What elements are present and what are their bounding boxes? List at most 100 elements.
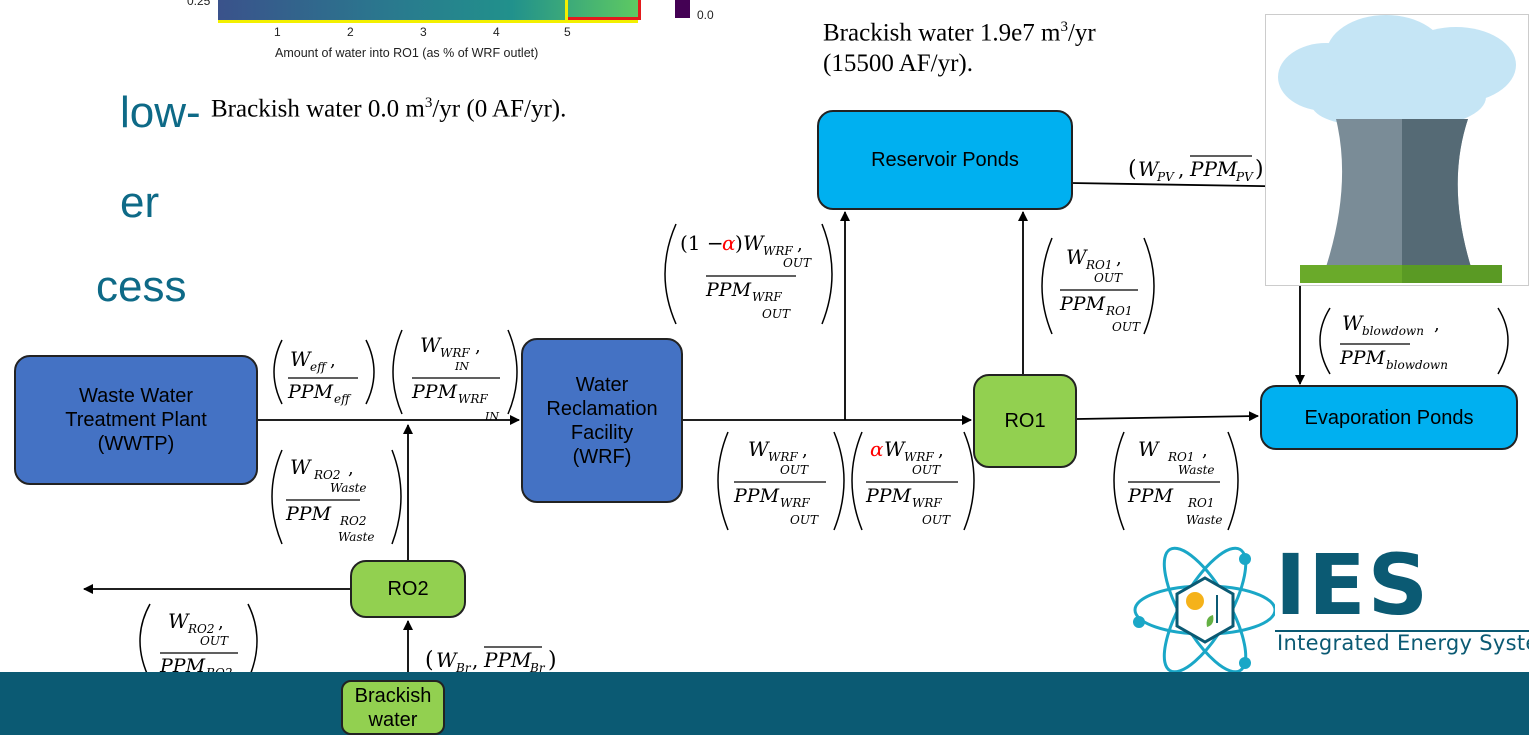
svg-text:(: ( (1128, 157, 1137, 182)
svg-text:,: , (330, 350, 336, 371)
brackish-high-unit: /yr (1067, 19, 1096, 47)
svg-text:,: , (218, 612, 224, 633)
svg-text:PV: PV (1156, 170, 1175, 184)
atom-logo-icon (1133, 546, 1275, 674)
svg-text:,: , (1202, 440, 1208, 461)
svg-text:,: , (472, 648, 478, 672)
plot-yellow-vline (565, 0, 568, 20)
svg-text:OUT: OUT (922, 513, 951, 527)
svg-text:eff: eff (310, 360, 328, 374)
svg-text:PPM: PPM (1339, 347, 1386, 369)
svg-text:IN: IN (484, 410, 499, 423)
svg-text:OUT: OUT (783, 256, 812, 270)
wwtp-node[interactable]: Waste Water Treatment Plant (WWTP) (14, 355, 258, 485)
svg-text:,: , (1178, 157, 1184, 181)
svg-text:Waste: Waste (330, 481, 367, 495)
svg-text:WRF: WRF (763, 244, 793, 258)
svg-text:,: , (797, 234, 803, 255)
brackish-high-line2: (15500 AF/yr). (823, 50, 973, 78)
plot-xtick-1: 1 (274, 25, 281, 39)
ies-logo-underline (1275, 630, 1529, 632)
svg-text:W: W (743, 231, 765, 255)
svg-text:W: W (1342, 311, 1364, 335)
svg-text:OUT: OUT (200, 634, 229, 648)
svg-text:RO1: RO1 (1085, 258, 1113, 272)
svg-text:WRF: WRF (780, 496, 810, 510)
plot-xtick-5: 5 (564, 25, 571, 39)
svg-text:blowdown: blowdown (1386, 358, 1448, 372)
brackish-water-node[interactable]: Brackish water (341, 680, 445, 735)
svg-text:,: , (1116, 248, 1122, 269)
svg-text:Br: Br (529, 661, 546, 675)
svg-text:OUT: OUT (762, 307, 791, 321)
svg-text:OUT: OUT (780, 463, 809, 477)
arrow-ro1-to-evaporation (1076, 411, 1259, 422)
svg-text:PPM: PPM (705, 279, 752, 301)
brackish-high-sup: 3 (1060, 19, 1068, 35)
title-fragment-3: cess (96, 262, 187, 311)
svg-text:WRF: WRF (912, 496, 942, 510)
title-fragment-1: low- (120, 88, 201, 137)
svg-text:W: W (290, 455, 312, 479)
svg-text:WRF: WRF (752, 290, 782, 304)
reservoir-ponds-node[interactable]: Reservoir Ponds (817, 110, 1073, 210)
svg-text:RO2: RO2 (339, 514, 367, 528)
svg-text:blowdown: blowdown (1362, 324, 1424, 338)
svg-text:,: , (802, 440, 808, 461)
svg-text:): ) (548, 648, 557, 673)
svg-text:W: W (1138, 157, 1160, 181)
svg-text:PPM: PPM (287, 381, 334, 403)
svg-text:RO1: RO1 (1105, 304, 1133, 318)
svg-text:RO1: RO1 (1167, 450, 1195, 464)
plot-xtick-2: 2 (347, 25, 354, 39)
svg-text:(: ( (425, 648, 434, 673)
title-fragment-2: er (120, 178, 160, 227)
footer-bar (0, 672, 1529, 735)
svg-text:OUT: OUT (1112, 320, 1141, 334)
wrf-node[interactable]: Water Reclamation Facility (WRF) (521, 338, 683, 503)
svg-text:,: , (348, 458, 354, 479)
plot-xlabel: Amount of water into RO1 (as % of WRF ou… (275, 46, 539, 60)
svg-text:OUT: OUT (790, 513, 819, 527)
svg-text:W: W (420, 333, 442, 357)
brackish-zero-pre: Brackish water 0.0 m (211, 95, 425, 123)
ro1-node[interactable]: RO1 (973, 374, 1077, 468)
cooling-tower-image (1265, 14, 1529, 286)
svg-text:RO2: RO2 (187, 622, 215, 636)
evaporation-ponds-node[interactable]: Evaporation Ponds (1260, 385, 1518, 450)
svg-text:W: W (436, 648, 458, 672)
svg-text:W: W (884, 437, 906, 461)
ro2-node[interactable]: RO2 (350, 560, 466, 618)
svg-text:Br: Br (455, 661, 472, 675)
svg-text:Waste: Waste (338, 530, 375, 544)
svg-text:PPM: PPM (159, 655, 206, 677)
brackish-high-line1: Brackish water 1.9e7 m (823, 19, 1061, 47)
brackish-zero-sup: 3 (424, 95, 433, 111)
svg-text:PPM: PPM (1059, 293, 1106, 315)
svg-text:PPM: PPM (285, 503, 332, 525)
ies-logo: IES Integrated Energy Syste (1125, 537, 1529, 675)
svg-text:,: , (475, 336, 481, 357)
svg-text:): ) (735, 231, 743, 255)
svg-text:WRF: WRF (904, 450, 934, 464)
plot-ytick-label: 0.25 (187, 0, 211, 8)
brackish-high-annotation: Brackish water 1.9e7 m3/yr (15500 AF/yr)… (823, 12, 1096, 79)
svg-text:,: , (938, 440, 944, 461)
plot-area (218, 0, 638, 23)
svg-text:IN: IN (454, 360, 469, 373)
colorbar (675, 0, 690, 18)
svg-text:RO1: RO1 (1187, 496, 1215, 510)
plot-highlight-box (567, 0, 641, 20)
svg-text:PPM: PPM (733, 485, 780, 507)
plot-xtick-3: 3 (420, 25, 427, 39)
svg-text:OUT: OUT (1094, 271, 1123, 285)
svg-text:Waste: Waste (1186, 513, 1223, 527)
brackish-zero-annotation: Brackish water 0.0 m3/yr (0 AF/yr). (211, 95, 566, 123)
